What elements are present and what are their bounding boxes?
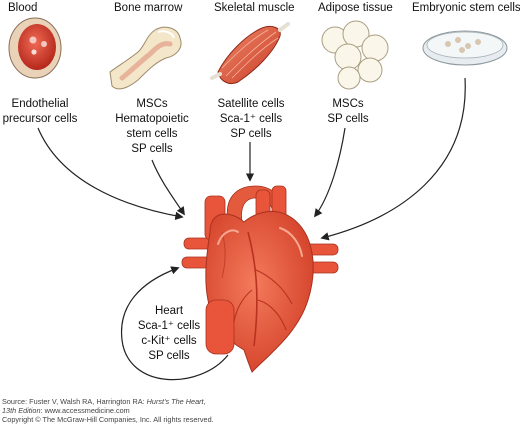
cell-label: c-Kit⁺ cells: [141, 335, 197, 347]
edition-line: 13th Edition: www.accessmedicine.com: [2, 406, 130, 415]
cell-list-blood: Endothelial precursor cells: [0, 97, 80, 127]
source-title-adipose: Adipose tissue: [318, 2, 393, 14]
cell-label: SP cells: [148, 350, 190, 362]
cell-label: Endothelial: [11, 98, 69, 110]
cell-label: SP cells: [230, 128, 272, 140]
cell-list-adipose: MSCs SP cells: [318, 97, 378, 127]
cell-label: Sca-1⁺ cells: [137, 320, 201, 332]
cell-label: stem cells: [126, 128, 178, 140]
arrow-heart-loop: [120, 266, 229, 381]
source-url[interactable]: : www.accessmedicine.com: [40, 406, 130, 415]
source-title-embryonic: Embryonic stem cells: [412, 2, 520, 14]
cell-list-heart: Heart Sca-1⁺ cells c-Kit⁺ cells SP cells: [126, 304, 212, 364]
skeletal-muscle-icon: [210, 22, 290, 85]
bone-marrow-icon: [109, 26, 182, 90]
cell-label: SP cells: [327, 113, 369, 125]
petri-dish-icon: [422, 30, 508, 66]
cell-label: MSCs: [136, 98, 168, 110]
cell-list-marrow: MSCs Hematopoietic stem cells SP cells: [104, 97, 200, 157]
source-title-blood: Blood: [8, 2, 38, 14]
source-line: Source: Fuster V, Walsh RA, Harrington R…: [2, 397, 206, 406]
arrow-blood: [37, 127, 184, 220]
arrow-marrow: [151, 159, 185, 216]
cell-label: Heart: [154, 305, 184, 317]
cell-label: precursor cells: [2, 113, 78, 125]
heart-illustration: [181, 185, 339, 373]
cell-label: Hematopoietic: [115, 113, 189, 125]
adipose-tissue-icon: [321, 20, 389, 90]
arrows: [37, 77, 466, 381]
source-title-muscle: Skeletal muscle: [214, 2, 295, 14]
source-prefix: Source: Fuster V, Walsh RA, Harrington R…: [2, 397, 147, 406]
copyright-line: Copyright © The McGraw-Hill Companies, I…: [2, 415, 214, 424]
source-title-marrow: Bone marrow: [114, 2, 183, 14]
cell-label: Sca-1⁺ cells: [219, 113, 283, 125]
cell-label: SP cells: [131, 143, 173, 155]
cell-list-muscle: Satellite cells Sca-1⁺ cells SP cells: [206, 97, 296, 142]
edition-text: 13th Edition: [2, 406, 41, 415]
cell-label: Satellite cells: [217, 98, 285, 110]
book-title: Hurst's The Heart,: [146, 397, 206, 406]
blood-vessel-icon: [8, 17, 62, 79]
arrow-adipose: [313, 127, 346, 218]
cell-label: MSCs: [332, 98, 364, 110]
arrow-embryonic: [320, 77, 466, 241]
